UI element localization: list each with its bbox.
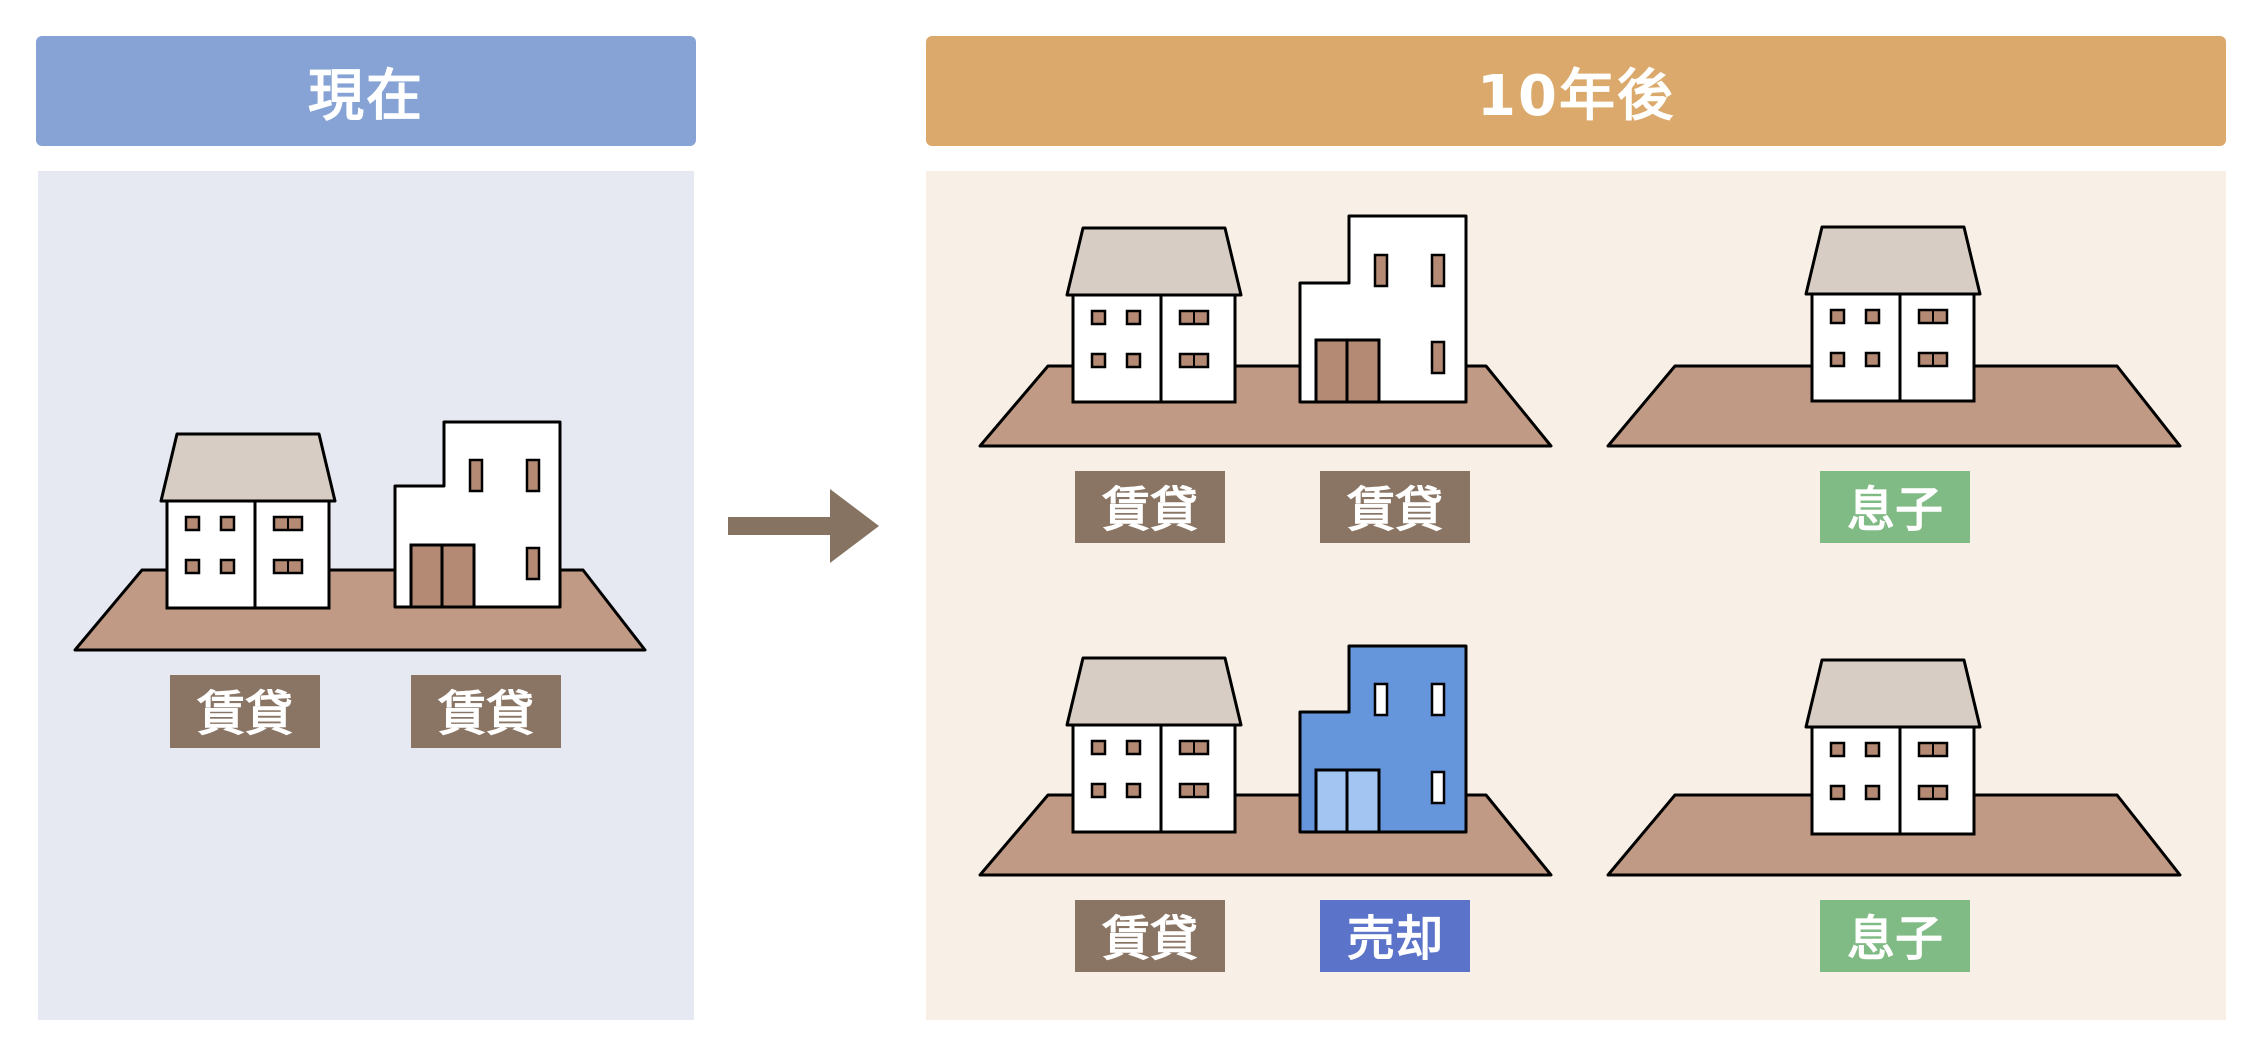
label-son: 息子: [1820, 900, 1970, 972]
label-sold: 売却: [1320, 900, 1470, 972]
label-rental-text: 賃貸: [437, 686, 534, 742]
label-rental: 賃貸: [411, 675, 561, 748]
apartment-building-icon: [393, 420, 562, 609]
label-rental: 賃貸: [1075, 900, 1225, 972]
label-rental: 賃貸: [170, 675, 320, 748]
label-rental: 賃貸: [1320, 471, 1470, 543]
header-10-years-later: 10年後: [926, 36, 2226, 146]
sold-building-icon: [1298, 644, 1468, 834]
house-icon: [1804, 225, 1982, 403]
lot-bottom-right: [1606, 658, 2182, 877]
header-later-title: 10年後: [1477, 63, 1675, 129]
right-arrow-icon: [728, 489, 879, 563]
label-rental-text: 賃貸: [1101, 911, 1198, 967]
lot-now: [73, 420, 647, 652]
label-rental: 賃貸: [1075, 471, 1225, 543]
house-icon: [159, 432, 337, 610]
apartment-building-icon: [1298, 214, 1468, 404]
label-son-text: 息子: [1847, 482, 1943, 538]
house-icon: [1804, 658, 1982, 836]
label-rental-text: 賃貸: [196, 686, 293, 742]
header-now-title: 現在: [308, 63, 424, 129]
lot-bottom-left: [978, 644, 1553, 877]
label-rental-text: 賃貸: [1346, 482, 1443, 538]
house-icon: [1065, 226, 1243, 404]
label-rental-text: 賃貸: [1101, 482, 1198, 538]
house-icon: [1065, 656, 1243, 834]
lot-top-left: [978, 214, 1553, 448]
label-son: 息子: [1820, 471, 1970, 543]
label-sold-text: 売却: [1347, 911, 1443, 967]
lot-top-right: [1606, 225, 2182, 448]
label-son-text: 息子: [1847, 911, 1943, 967]
header-now: 現在: [36, 36, 696, 146]
